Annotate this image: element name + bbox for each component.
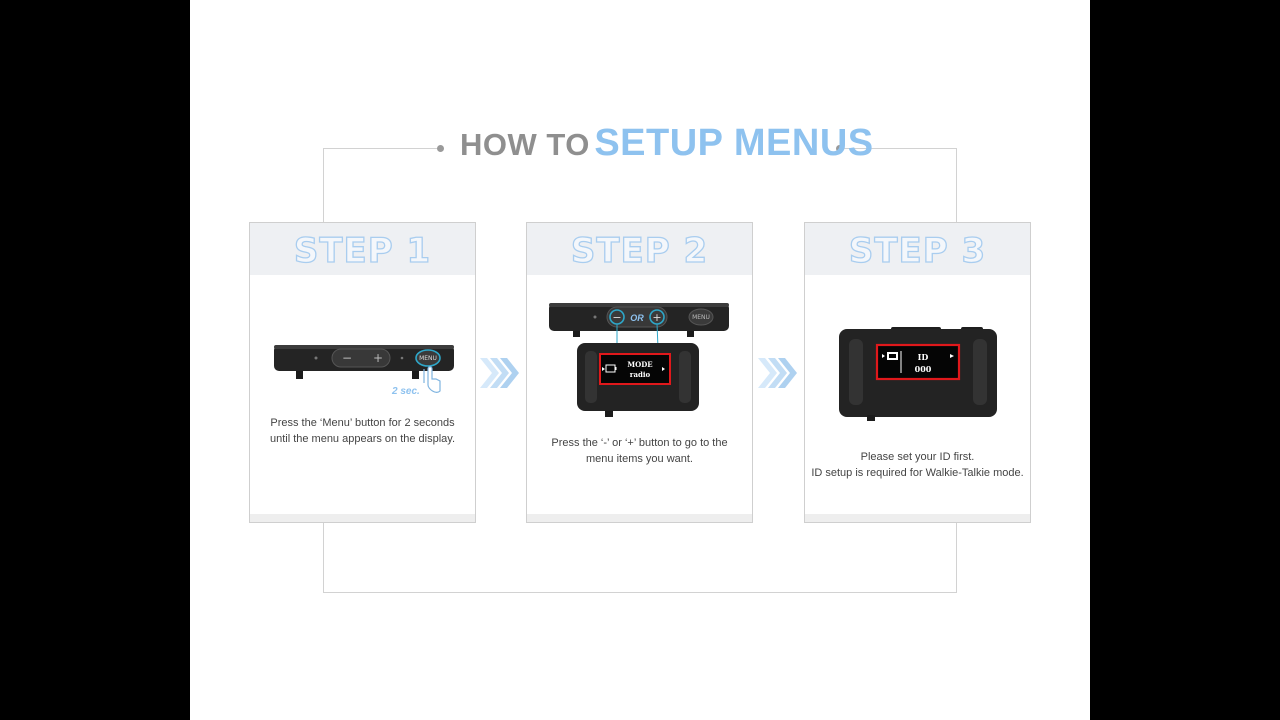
- frame-line-bottom: [323, 592, 957, 593]
- step-1-label: STEP 1: [293, 230, 432, 271]
- device-step-1: − + MENU 2 sec.: [274, 345, 454, 397]
- step-2-description: Press the ‘-’ or ‘+’ button to go to the…: [533, 435, 746, 467]
- step-2-desc-line-1: Press the ‘-’ or ‘+’ button to go to the: [551, 437, 728, 449]
- battery-icon: [887, 352, 898, 360]
- step-3-desc-line-2: ID setup is required for Walkie-Talkie m…: [811, 467, 1024, 479]
- device-step-2: − OR + MENU MODE radio: [549, 303, 729, 417]
- frame-dot-left: [437, 145, 444, 152]
- step-3-label: STEP 3: [848, 230, 987, 271]
- step-1-footer: [250, 514, 475, 522]
- step-2-minus-label: −: [612, 311, 621, 324]
- chevron-right-icon: [480, 358, 519, 388]
- frame-line-right: [956, 148, 957, 223]
- step-1-description: Press the ‘Menu’ button for 2 seconds un…: [256, 415, 469, 447]
- arrow-right-icon: [662, 367, 665, 371]
- arrow-left-icon: [882, 354, 885, 358]
- step-3-header: STEP 3: [805, 223, 1030, 275]
- step-3-screen-line-1: ID: [918, 352, 929, 362]
- step-3-desc-line-1: Please set your ID first.: [860, 451, 975, 463]
- arrow-right-icon: [950, 354, 954, 358]
- title-main: SETUP MENUS: [594, 122, 874, 164]
- hand-pointer-icon: [423, 366, 441, 393]
- step-3-card: STEP 3 ID 000 Please set your ID first. …: [804, 222, 1031, 523]
- diagram-canvas: HOW TO SETUP MENUS STEP 1 − + MENU 2 sec…: [190, 0, 1090, 720]
- step-2-card: STEP 2 − OR + MENU M: [526, 222, 753, 523]
- step-1-card: STEP 1 − + MENU 2 sec. Press the ‘Menu’ …: [249, 222, 476, 523]
- page-title: HOW TO SETUP MENUS: [460, 122, 873, 165]
- step-2-label: STEP 2: [570, 230, 709, 271]
- step-2-screen-line-1: MODE: [627, 360, 652, 369]
- step-2-screen-line-2: radio: [630, 370, 651, 379]
- step-1-header: STEP 1: [250, 223, 475, 275]
- frame-line-top-right: [842, 148, 956, 149]
- step-3-footer: [805, 514, 1030, 522]
- step-2-footer: [527, 514, 752, 522]
- device-step-3: ID 000: [839, 327, 997, 421]
- frame-dot-right: [836, 145, 843, 152]
- frame-line-right-bottom: [956, 521, 957, 593]
- step-2-or-label: OR: [630, 313, 644, 323]
- arrow-left-icon: [602, 367, 605, 371]
- frame-line-top-left: [323, 148, 441, 149]
- frame-line-left-bottom: [323, 521, 324, 593]
- step-2-desc-line-2: menu items you want.: [586, 453, 693, 465]
- step-3-description: Please set your ID first. ID setup is re…: [811, 449, 1024, 481]
- step-1-minus-label: −: [342, 351, 352, 365]
- step-1-hold-hint: 2 sec.: [391, 386, 420, 397]
- step-1-desc-line-1: Press the ‘Menu’ button for 2 seconds: [270, 417, 455, 429]
- chevron-right-icon: [758, 358, 797, 388]
- step-2-plus-label: +: [652, 311, 661, 324]
- step-1-menu-label: MENU: [419, 355, 437, 362]
- title-prefix: HOW TO: [460, 127, 590, 162]
- step-1-desc-line-2: until the menu appears on the display.: [269, 433, 456, 445]
- frame-line-left: [323, 148, 324, 223]
- step-3-screen-line-2: 000: [915, 364, 932, 374]
- battery-icon: [605, 364, 617, 373]
- step-2-header: STEP 2: [527, 223, 752, 275]
- step-2-menu-label: MENU: [692, 314, 710, 321]
- step-1-plus-label: +: [373, 351, 383, 365]
